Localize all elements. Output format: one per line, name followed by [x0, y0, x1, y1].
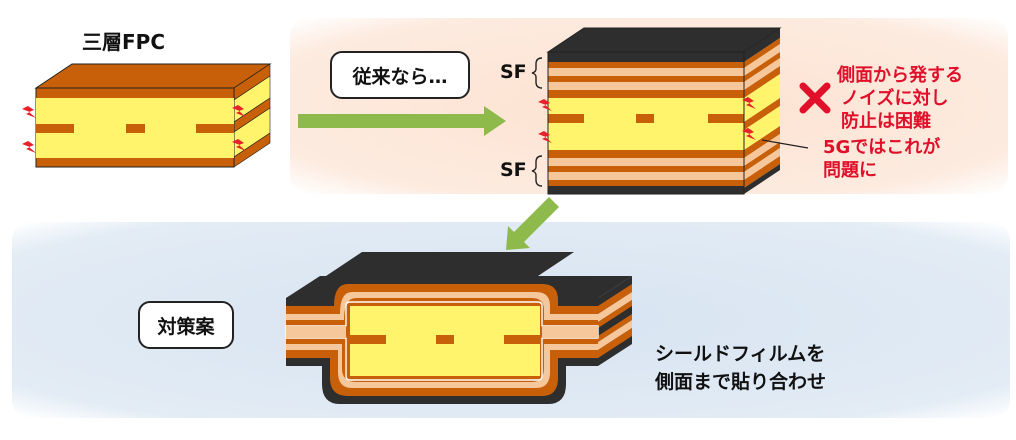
- warning-line-1: 側面から発する: [837, 65, 963, 86]
- right-arrow-icon: [298, 106, 506, 136]
- cross-mark-icon: [799, 82, 831, 114]
- 5g-note-line-1: 5Gではこれが: [823, 137, 941, 158]
- solution-line-1: シールドフィルムを: [655, 343, 826, 365]
- 5g-note: 5Gではこれが 問題に: [823, 136, 940, 182]
- solution-text: シールドフィルムを 側面まで貼り合わせ: [655, 340, 826, 396]
- noise-spark-icon: [22, 141, 36, 153]
- down-left-arrow-icon: [506, 197, 559, 250]
- conventional-callout: 従来なら…: [330, 51, 470, 99]
- conventional-shielded-fpc: [546, 27, 782, 195]
- 5g-note-line-2: 問題に: [823, 160, 877, 181]
- note-leader-line: [761, 139, 809, 149]
- sf-bottom-brace: [531, 155, 543, 187]
- countermeasure-callout: 対策案: [138, 301, 234, 349]
- warning-line-2: ノイズに対し: [841, 88, 949, 109]
- warning-line-3: 防止は困難: [841, 111, 931, 132]
- countermeasure-label: 対策案: [157, 315, 215, 338]
- sf-top-brace: [531, 57, 543, 89]
- three-layer-fpc-label: 三層FPC: [82, 30, 165, 54]
- warning-text: 側面から発する ノイズに対し 防止は困難: [837, 64, 963, 133]
- three-layer-fpc-block: [34, 63, 272, 168]
- noise-spark-icon: [22, 106, 36, 118]
- conventional-label: 従来なら…: [352, 65, 448, 88]
- sf-bottom-label: SF: [500, 159, 527, 181]
- sf-top-label: SF: [500, 61, 527, 83]
- solution-line-2: 側面まで貼り合わせ: [655, 371, 827, 393]
- wrapped-shield-fpc: [285, 252, 632, 404]
